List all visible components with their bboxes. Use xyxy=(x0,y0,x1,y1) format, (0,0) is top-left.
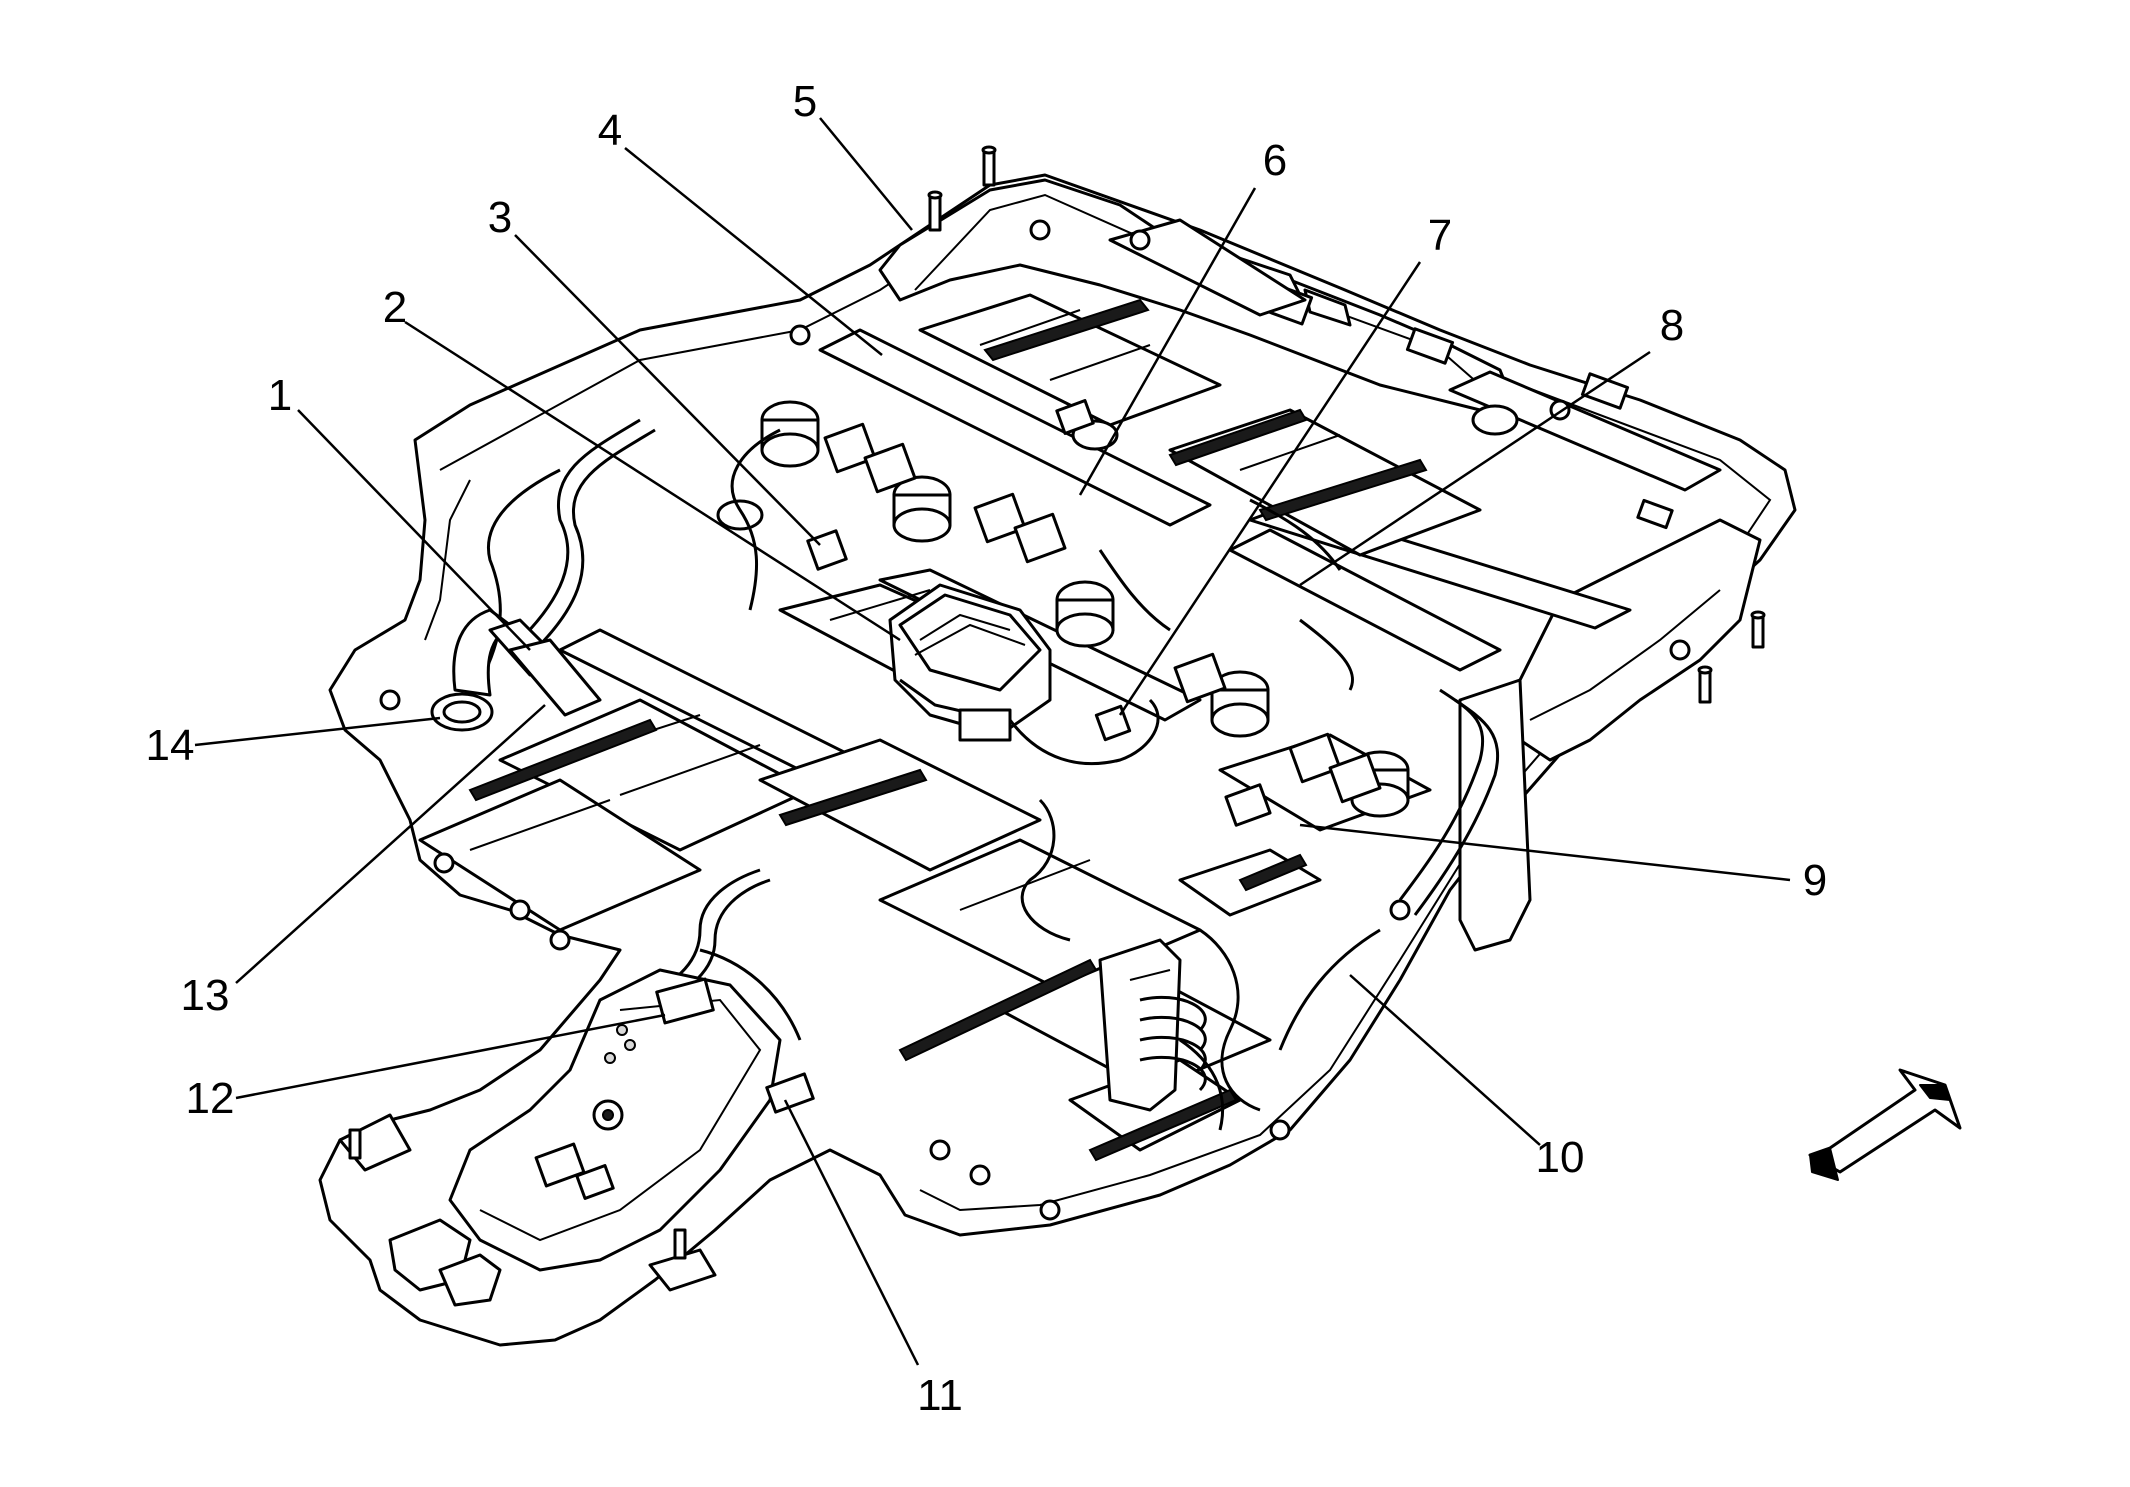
callout-4: 4 xyxy=(598,106,622,155)
module-rails xyxy=(468,298,1428,1162)
leader-12 xyxy=(235,1013,666,1100)
callout-12: 12 xyxy=(186,1074,235,1123)
vehicle-front-direction-arrow-icon xyxy=(1808,1068,1962,1181)
callout-14: 14 xyxy=(146,721,195,770)
right-bracket xyxy=(1098,938,1207,1112)
leader-6 xyxy=(1078,187,1257,496)
leader-5 xyxy=(819,117,913,231)
connector-blocks xyxy=(806,399,1382,827)
callout-1: 1 xyxy=(268,371,292,420)
leader-4 xyxy=(624,147,883,356)
callout-9: 9 xyxy=(1803,856,1827,905)
callout-8: 8 xyxy=(1660,301,1684,350)
leader-1 xyxy=(297,409,531,651)
leader-13 xyxy=(235,704,546,984)
perimeter-bolts xyxy=(379,219,1691,1221)
callout-2: 2 xyxy=(383,283,407,332)
leader-9 xyxy=(1299,823,1791,882)
leader-7 xyxy=(1118,261,1422,716)
leader-3 xyxy=(514,234,821,546)
callout-3: 3 xyxy=(488,193,512,242)
leader-8 xyxy=(1299,350,1651,587)
callout-10: 10 xyxy=(1536,1133,1585,1182)
leader-14 xyxy=(194,716,441,747)
leader-10 xyxy=(1349,974,1541,1146)
callout-6: 6 xyxy=(1263,136,1287,185)
leader-lines xyxy=(194,117,1791,1366)
callout-11: 11 xyxy=(917,1371,963,1420)
right-side-panel xyxy=(1458,518,1762,952)
callout-labels: 1 2 3 4 5 6 7 8 9 10 11 12 13 14 xyxy=(146,77,1828,1420)
callout-7: 7 xyxy=(1428,211,1452,260)
callout-5: 5 xyxy=(793,77,817,126)
callout-13: 13 xyxy=(181,971,230,1020)
leader-2 xyxy=(404,320,901,642)
leader-11 xyxy=(783,1099,920,1366)
central-control-module xyxy=(888,583,1052,742)
charger-module xyxy=(338,968,815,1307)
mounting-studs xyxy=(348,145,1766,1260)
